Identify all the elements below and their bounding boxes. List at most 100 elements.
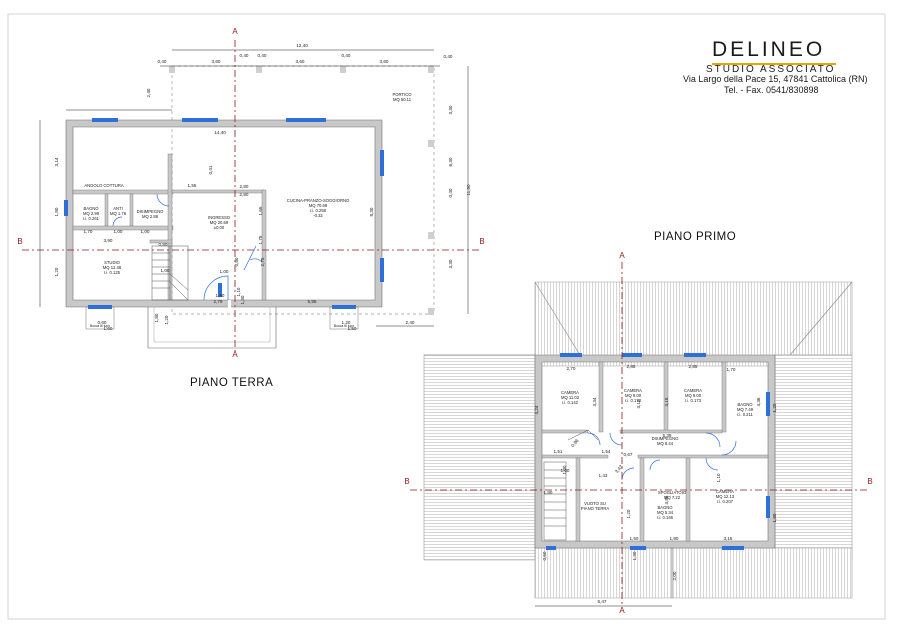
ground-dimension: 2,40 <box>406 320 415 325</box>
roof-hips <box>424 281 853 356</box>
entry-gap <box>228 300 231 308</box>
ground-room-label: STUDIO <box>104 260 121 265</box>
first-room-label-ratio: r.i. 0.207 <box>717 499 734 504</box>
first-dimension: 6,47 <box>598 599 607 604</box>
ground-dimension: 11,50 <box>466 184 471 196</box>
first-room-label: CAMERA <box>716 489 734 494</box>
first-room-label-area: MQ 11.02 <box>561 395 580 400</box>
first-dimension: 1,00 <box>562 465 567 474</box>
ground-room-label-level: -0.32 <box>313 213 323 218</box>
ground-room-label-ratio: r.i. 0.261 <box>83 216 100 221</box>
first-dimension: 3,34 <box>592 397 597 406</box>
first-dimension: 1,43 <box>599 473 608 478</box>
ground-dimension: 1,80 <box>54 207 59 216</box>
ground-room-label-area: MQ 12.48 <box>103 265 122 270</box>
ground-dimension: 1,00 <box>161 268 170 273</box>
ground-dimension: 1,70 <box>84 229 93 234</box>
ground-dimension: 3,60 <box>212 59 221 64</box>
first-room-label-area: MQ 7.49 <box>737 407 754 412</box>
roof-right <box>774 354 853 561</box>
ground-dimension: 3,30 <box>448 259 453 268</box>
first-interior-walls <box>541 361 769 542</box>
ground-dimension: 1,00 <box>114 229 123 234</box>
ground-room-label-ratio: r.i. 0.125 <box>104 270 121 275</box>
first-dimension: 0,67 <box>624 452 633 457</box>
window-well-label: Bocca di lupo <box>90 324 110 328</box>
ground-dimension: 1,30 <box>240 295 245 304</box>
ground-dimension: 1,00 <box>220 269 229 274</box>
first-room-label: BAGNO <box>737 402 753 407</box>
first-dimension: 1,10 <box>716 473 721 482</box>
first-dimension: 1,00 <box>561 468 570 473</box>
first-room-label-ratio: r.i. 0.142 <box>562 400 579 405</box>
first-dimension: 3,15 <box>636 399 641 408</box>
entry-steps-inner <box>153 307 271 343</box>
ground-dimension: 2,80 <box>240 192 249 197</box>
first-room-label-area: MQ 7.22 <box>664 495 681 500</box>
ground-room-label-area: MQ 2.86 <box>142 214 159 219</box>
first-dimension: 1,80 <box>772 513 777 522</box>
sheet-border <box>7 13 886 620</box>
first-dimension: 2,85 <box>689 364 698 369</box>
first-room-label-ratio: r.i. 0.146 <box>657 515 674 520</box>
ground-section-mark: B <box>479 237 484 246</box>
ground-room-label-ratio: r.i. 0.258 <box>310 208 327 213</box>
ground-room-label: ANGOLO COTTURA <box>84 183 124 188</box>
ground-dimension: 2,75 <box>260 257 265 266</box>
entry-steps <box>147 307 277 349</box>
ground-section-mark: A <box>232 350 238 359</box>
first-door-swings <box>587 432 737 481</box>
ground-dimension: 1,10 <box>236 287 241 296</box>
first-dimension: 1,80 <box>544 490 553 495</box>
first-dimension: 1,90 <box>670 536 679 541</box>
first-section-mark: A <box>619 606 625 615</box>
first-outer-walls <box>534 354 776 549</box>
first-dimension: 0,60 <box>542 551 547 560</box>
ground-dimension: 0,40 <box>448 188 453 197</box>
first-room-label: CAMERA <box>561 390 579 395</box>
first-dimension: 1,70 <box>727 367 736 372</box>
ground-room-label: INGRESSO <box>208 215 231 220</box>
ground-section-mark: B <box>17 237 22 246</box>
first-room-label: CAMERA <box>684 388 702 393</box>
first-dimension: 3,15 <box>724 536 733 541</box>
ground-dimension: 1,75 <box>258 235 263 244</box>
ground-room-label-area: MQ 20.69 <box>210 220 229 225</box>
first-room-label-ratio: r.i. 0.173 <box>625 398 642 403</box>
first-dimension: 1,30 <box>632 551 637 560</box>
ground-dimension: 1,20 <box>342 320 351 325</box>
ground-windows <box>64 118 384 309</box>
logo-subtitle: STUDIO ASSOCIATO <box>706 64 836 75</box>
ground-dimension: 0,80 <box>234 257 239 266</box>
first-dimension: 2,00 <box>672 571 677 580</box>
ground-outer-walls <box>65 119 383 308</box>
roof-left <box>423 354 536 561</box>
ground-dimension: 3,90 <box>104 238 113 243</box>
ground-dimension: 1,20 <box>54 267 59 276</box>
logo-phone: Tel. - Fax. 0541/830898 <box>724 85 819 95</box>
ground-floor-plan <box>22 40 482 352</box>
ground-floor-title: PIANO TERRA <box>190 377 274 389</box>
first-section-mark: B <box>867 477 872 486</box>
first-dimension: 2,70 <box>567 366 576 371</box>
first-dim-lines <box>535 548 673 607</box>
ground-room-label: PORTICO <box>392 92 412 97</box>
ground-dimension: 14,40 <box>214 130 226 135</box>
first-section-mark: A <box>619 251 625 260</box>
first-room-label-area: MQ 12.13 <box>716 494 735 499</box>
logo-name: DELINEO <box>712 38 826 61</box>
ground-dimension: 12,40 <box>296 43 308 48</box>
first-dimension: 3,85 <box>664 495 669 504</box>
ground-dimension: 3,60 <box>296 59 305 64</box>
ground-dimension: 2,40 <box>146 88 151 97</box>
ground-dimension: 0,40 <box>444 54 453 59</box>
ground-room-label: ANTI <box>113 206 123 211</box>
ground-dimension: 0,60 <box>98 320 107 325</box>
ground-stairs <box>151 245 189 301</box>
ground-dimension: 0,80 <box>159 242 168 247</box>
ground-interior-walls <box>72 153 267 301</box>
ground-room-label-area: MQ 50.11 <box>393 97 412 102</box>
first-section-mark: B <box>404 477 409 486</box>
first-dimension: 1,20 <box>626 509 631 518</box>
